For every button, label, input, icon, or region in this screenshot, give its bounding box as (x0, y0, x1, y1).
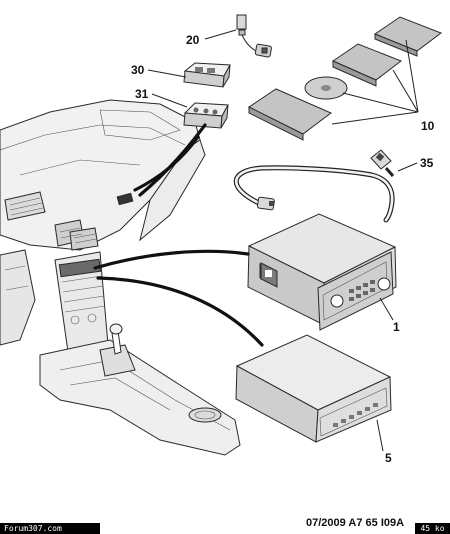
leader-lines (147, 29, 419, 452)
callout-5: 5 (385, 451, 392, 465)
car-interior-illustration (0, 99, 241, 456)
location-lines (93, 123, 264, 347)
watermark-bar: Forum307.com (0, 523, 100, 534)
callout-labels: 20 30 31 10 35 1 5 (131, 33, 435, 465)
file-size-text: 45 ko (420, 524, 445, 533)
part-20-connector-harness (236, 14, 272, 58)
part-31-switch-housing (183, 102, 229, 129)
watermark-text: Forum307.com (4, 524, 62, 533)
callout-31: 31 (135, 87, 149, 101)
part-1-head-unit (247, 213, 397, 331)
callout-20: 20 (186, 33, 200, 47)
callout-1: 1 (393, 320, 400, 334)
file-size-badge: 45 ko (415, 523, 450, 534)
part-35-cable (233, 149, 395, 223)
part-10-card-set (248, 16, 443, 141)
callout-35: 35 (420, 156, 434, 170)
reference-code: 07/2009 A7 65 I09A (306, 517, 405, 529)
callout-30: 30 (131, 63, 145, 77)
part-5-module-box (235, 334, 392, 443)
part-30-switch-housing (183, 62, 231, 88)
callout-10: 10 (421, 119, 435, 133)
